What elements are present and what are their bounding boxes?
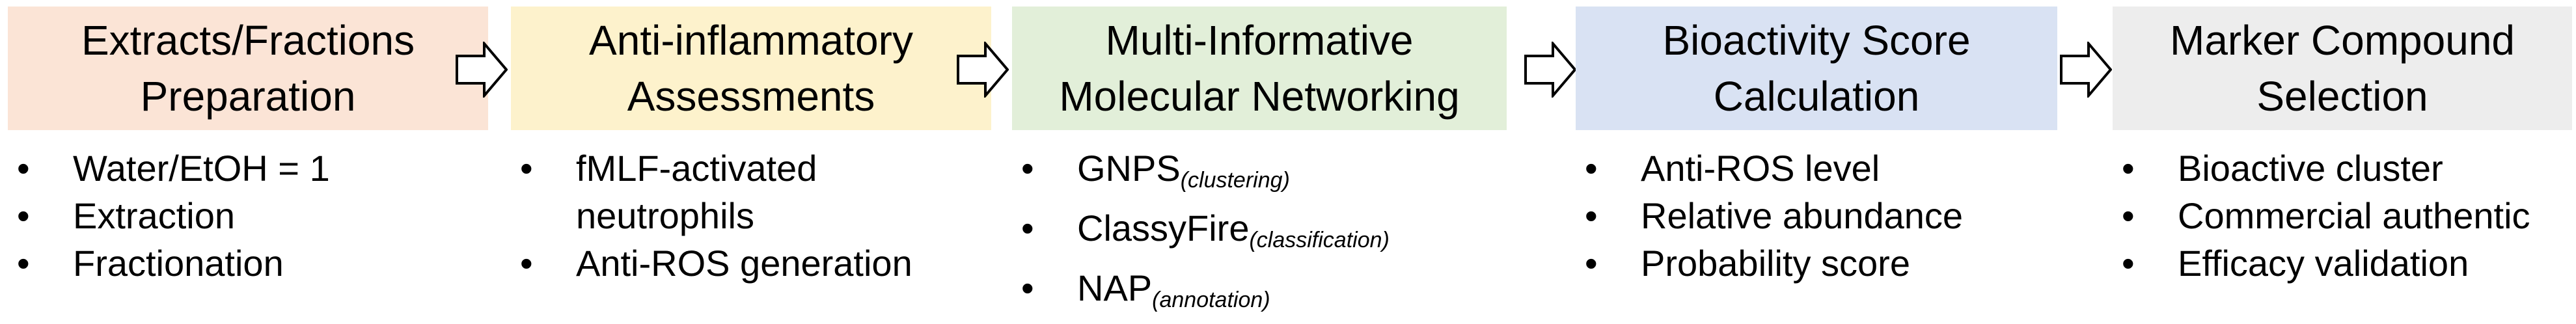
bullet-item: • Probability score xyxy=(1576,239,1963,287)
stage-title-line: Bioactivity Score xyxy=(1662,17,1971,64)
bullet-subscript: (annotation) xyxy=(1152,288,1270,312)
bullet-item: • NAP(annotation) xyxy=(1012,264,1390,324)
bullet-subscript: (clustering) xyxy=(1180,168,1290,193)
right-arrow-icon xyxy=(2060,42,2112,98)
bullet-item: • fMLF-activated neutrophils xyxy=(511,144,912,239)
bullet-dot: • xyxy=(1585,243,1598,284)
bullet-dot: • xyxy=(1021,148,1034,189)
bullet-text: Fractionation xyxy=(73,243,284,284)
bullet-dot: • xyxy=(2122,243,2135,284)
stage-box-bioactivity-score-calculation: Bioactivity Score Calculation xyxy=(1576,7,2057,130)
stage-box-marker-compound-selection: Marker Compound Selection xyxy=(2113,7,2572,130)
right-arrow-icon xyxy=(957,42,1009,98)
bullet-dot: • xyxy=(2122,195,2135,236)
bullet-dot: • xyxy=(2122,148,2135,189)
stage-bullets-extracts-fractions-preparation: • Water/EtOH = 1 • Extraction • Fractionati… xyxy=(8,144,330,287)
bullet-text: fMLF-activated xyxy=(576,148,817,189)
stage-title-line: Calculation xyxy=(1713,73,1920,120)
bullet-dot: • xyxy=(1585,148,1598,189)
stage-title-line: Selection xyxy=(2256,73,2428,120)
bullet-text-continued: neutrophils xyxy=(576,195,754,236)
bullet-item: • Extraction xyxy=(8,192,330,239)
bullet-text: ClassyFire xyxy=(1077,208,1250,249)
stage-title-line: Multi-Informative xyxy=(1105,17,1414,64)
bullet-dot: • xyxy=(1585,195,1598,236)
bullet-text: NAP xyxy=(1077,267,1153,308)
bullet-text: Extraction xyxy=(73,195,235,236)
bullet-item: • Efficacy validation xyxy=(2113,239,2530,287)
bullet-dot: • xyxy=(17,195,30,236)
stage-box-multi-informative-molecular-networking: Multi-Informative Molecular Networking xyxy=(1012,7,1507,130)
bullet-dot: • xyxy=(17,243,30,284)
stage-title-line: Extracts/Fractions xyxy=(81,17,415,64)
stage-title-line: Assessments xyxy=(627,73,875,120)
stage-title-line: Molecular Networking xyxy=(1059,73,1460,120)
stage-title-line: Preparation xyxy=(140,73,356,120)
bullet-item: • Anti-ROS level xyxy=(1576,144,1963,192)
bullet-item: • Relative abundance xyxy=(1576,192,1963,239)
bullet-item: • Bioactive cluster xyxy=(2113,144,2530,192)
bullet-item: • Fractionation xyxy=(8,239,330,287)
bullet-text: Efficacy validation xyxy=(2178,243,2469,284)
stage-title-line: Anti-inflammatory xyxy=(589,17,913,64)
stage-bullets-multi-informative-molecular-networking: • GNPS(clustering) • ClassyFire(classifica… xyxy=(1012,144,1390,324)
bullet-dot: • xyxy=(1021,208,1034,249)
stage-box-extracts-fractions-preparation: Extracts/Fractions Preparation xyxy=(8,7,488,130)
bullet-item: • Commercial authentic xyxy=(2113,192,2530,239)
bullet-item: • Anti-ROS generation xyxy=(511,239,912,287)
stage-bullets-marker-compound-selection: • Bioactive cluster • Commercial authentic… xyxy=(2113,144,2530,287)
bullet-dot: • xyxy=(520,148,533,189)
bullet-text: Commercial authentic xyxy=(2178,195,2530,236)
bullet-dot: • xyxy=(520,243,533,284)
workflow-diagram: { "bullet_glyph": "•", "stages": [ { "ti… xyxy=(8,7,2572,312)
bullet-dot: • xyxy=(1021,267,1034,308)
bullet-item: • GNPS(clustering) xyxy=(1012,144,1390,204)
stage-bullets-anti-inflammatory-assessments: • fMLF-activated neutrophils • Anti-ROS gen… xyxy=(511,144,912,287)
bullet-text: GNPS xyxy=(1077,148,1181,189)
bullet-text: Water/EtOH = 1 xyxy=(73,148,330,189)
bullet-text: Anti-ROS level xyxy=(1641,148,1880,189)
bullet-item: • ClassyFire(classification) xyxy=(1012,204,1390,264)
bullet-item: • Water/EtOH = 1 xyxy=(8,144,330,192)
right-arrow-icon xyxy=(456,42,508,98)
stage-box-anti-inflammatory-assessments: Anti-inflammatory Assessments xyxy=(511,7,991,130)
right-arrow-icon xyxy=(1524,42,1576,98)
bullet-text: Relative abundance xyxy=(1641,195,1964,236)
stage-bullets-bioactivity-score-calculation: • Anti-ROS level • Relative abundance • Pro… xyxy=(1576,144,1963,287)
bullet-text: Bioactive cluster xyxy=(2178,148,2443,189)
bullet-text: Anti-ROS generation xyxy=(576,243,912,284)
bullet-dot: • xyxy=(17,148,30,189)
bullet-text: Probability score xyxy=(1641,243,1910,284)
stage-title-line: Marker Compound xyxy=(2170,17,2515,64)
bullet-subscript: (classification) xyxy=(1249,228,1390,252)
